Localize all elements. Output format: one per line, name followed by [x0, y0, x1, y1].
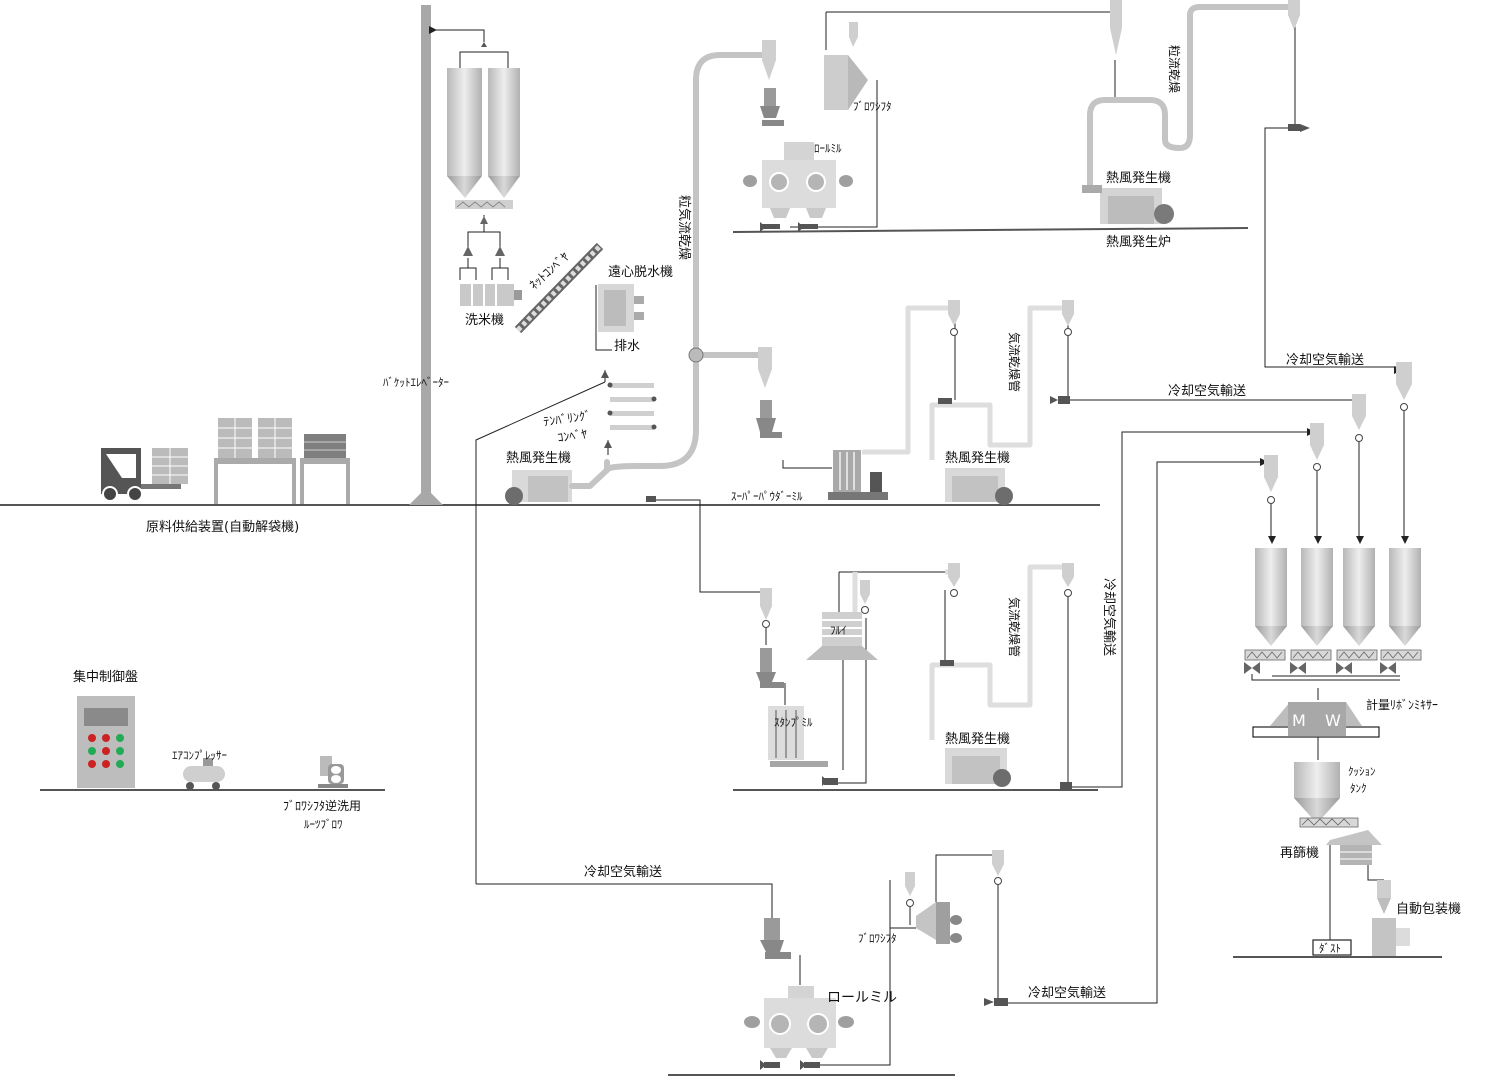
rotary-valves	[646, 124, 1310, 1070]
label-raw-material-feeder: 原料供給装置(自動解袋機)	[146, 520, 299, 535]
ribbon-mixer-machine	[1252, 702, 1380, 738]
central-control-panel	[77, 696, 135, 788]
sieve-machine	[806, 612, 878, 770]
label-roots-blower-1: ﾌﾞﾛﾜｼﾌﾀ逆洗用	[283, 798, 361, 813]
label-cooling-air-1: 冷却空気輸送	[1286, 352, 1364, 368]
label-centrifugal-dehydrator: 遠心脱水機	[608, 265, 673, 280]
label-mixer-m: M	[1292, 711, 1306, 730]
label-dust: ﾀﾞｽﾄ	[1319, 942, 1341, 955]
label-cooling-air-vertical: 冷却空気輸送	[1101, 578, 1117, 656]
label-hot-air-gen-2: 熱風発生機	[945, 451, 1010, 466]
raw-material-feeder-machine	[101, 418, 350, 504]
dust-box	[1312, 939, 1352, 956]
label-stamp-mill: ｽﾀﾝﾌﾟﾐﾙ	[774, 716, 813, 729]
label-blower-sifter-bottom: ﾌﾞﾛﾜｼﾌﾀ	[858, 932, 897, 945]
hot-air-generator-top	[1082, 185, 1174, 224]
label-roll-mill-bottom: ロールミル	[827, 990, 897, 1006]
stamp-mill-machine	[756, 648, 828, 767]
centrifugal-dehydrator-machine	[595, 284, 644, 351]
label-mixer-w: W	[1325, 711, 1341, 730]
label-central-control: 集中制御盤	[73, 669, 138, 685]
cushion-tank-machine	[1294, 762, 1359, 828]
label-ribbon-mixer: 計量ﾘﾎﾞﾝﾐｷｻｰ	[1366, 697, 1438, 712]
label-hot-air-gen-3: 熱風発生機	[945, 732, 1010, 747]
raw-rice-silos	[447, 42, 520, 280]
pipe-junction	[688, 347, 704, 363]
label-roll-mill-top: ﾛｰﾙﾐﾙ	[814, 142, 842, 155]
label-cooling-air-2: 冷却空気輸送	[1168, 383, 1246, 399]
label-bucket-elevator: ﾊﾞｹｯﾄｴﾚﾍﾞｰﾀｰ	[383, 376, 449, 389]
label-pneumatic-drying-top: 粒気流乾燥	[676, 195, 692, 260]
blower-sifter-top-machine	[824, 55, 868, 110]
product-silos	[1244, 548, 1422, 681]
hot-air-generator-2	[945, 468, 1013, 505]
re-sieve-machine	[1326, 830, 1384, 881]
label-blower-sifter-top: ﾌﾞﾛﾜｼﾌﾀ	[853, 100, 892, 113]
label-cushion-tank-1: ｸｯｼｮﾝ	[1348, 765, 1376, 778]
air-compressor-machine	[183, 758, 225, 790]
pneumatic-pipes	[604, 4, 1293, 740]
net-conveyor-belt	[514, 242, 604, 334]
label-tempering-conveyor-2: ｺﾝﾍﾞﾔ	[556, 427, 588, 445]
roll-mill-bottom-machine	[744, 918, 854, 1058]
roll-mill-top-machine	[743, 88, 853, 218]
hot-air-generator-1	[505, 467, 610, 505]
label-tempering-conveyor-1: ﾃﾝﾊﾞﾘﾝｸﾞ	[542, 408, 591, 429]
rotary-valve-markers	[762, 328, 1408, 907]
label-cushion-tank-2: ﾀﾝｸ	[1350, 782, 1367, 795]
blower-sifter-bottom-machine	[889, 880, 962, 944]
roots-blower-machine	[318, 756, 348, 788]
label-re-sieve: 再篩機	[1280, 846, 1319, 861]
label-sieve: ﾌﾙｲ	[830, 624, 847, 637]
bucket-elevator	[409, 5, 485, 505]
super-powder-mill-machine	[756, 400, 888, 500]
tempering-conveyor	[601, 370, 657, 455]
cyclone-separators	[758, 0, 1412, 896]
label-rice-washer: 洗米機	[465, 313, 504, 328]
cyclone-wires	[765, 411, 1405, 925]
signal-wires	[475, 11, 1400, 1066]
label-cooling-air-bottom: 冷却空気輸送	[584, 864, 662, 880]
label-hot-air-gen-1: 熱風発生機	[506, 451, 571, 466]
label-air-drying-pipe-1: 気流乾燥管	[1007, 332, 1022, 392]
rice-washer-machine	[460, 284, 522, 306]
auto-packer-machine	[1372, 880, 1410, 956]
label-hot-air-gen-top: 熱風発生機	[1106, 171, 1171, 186]
floor-lines	[0, 227, 1442, 1076]
hot-air-generator-3	[945, 748, 1011, 787]
label-auto-packer: 自動包装機	[1396, 902, 1461, 917]
diagram-labels: ﾈｯﾄｺﾝﾍﾞﾔ 遠心脱水機 洗米機 排水 ﾃﾝﾊﾞﾘﾝｸﾞ ｺﾝﾍﾞﾔ ﾊﾞｹ…	[73, 45, 1461, 1006]
label-roots-blower-2: ﾙｰﾂﾌﾞﾛﾜ	[304, 818, 343, 831]
label-cooling-air-bottom-right: 冷却空気輸送	[1028, 985, 1106, 1001]
label-drain: 排水	[614, 339, 640, 354]
label-air-drying-pipe-2: 気流乾燥管	[1007, 597, 1022, 657]
label-super-powder-mill: ｽｰﾊﾟｰﾊﾟｳﾀﾞｰﾐﾙ	[731, 490, 803, 503]
label-air-compressor: ｴｱｺﾝﾌﾟﾚｯｻｰ	[172, 749, 227, 762]
label-granular-flow-drying: 粒流乾燥	[1167, 45, 1182, 93]
label-hot-air-furnace: 熱風発生炉	[1106, 235, 1171, 250]
